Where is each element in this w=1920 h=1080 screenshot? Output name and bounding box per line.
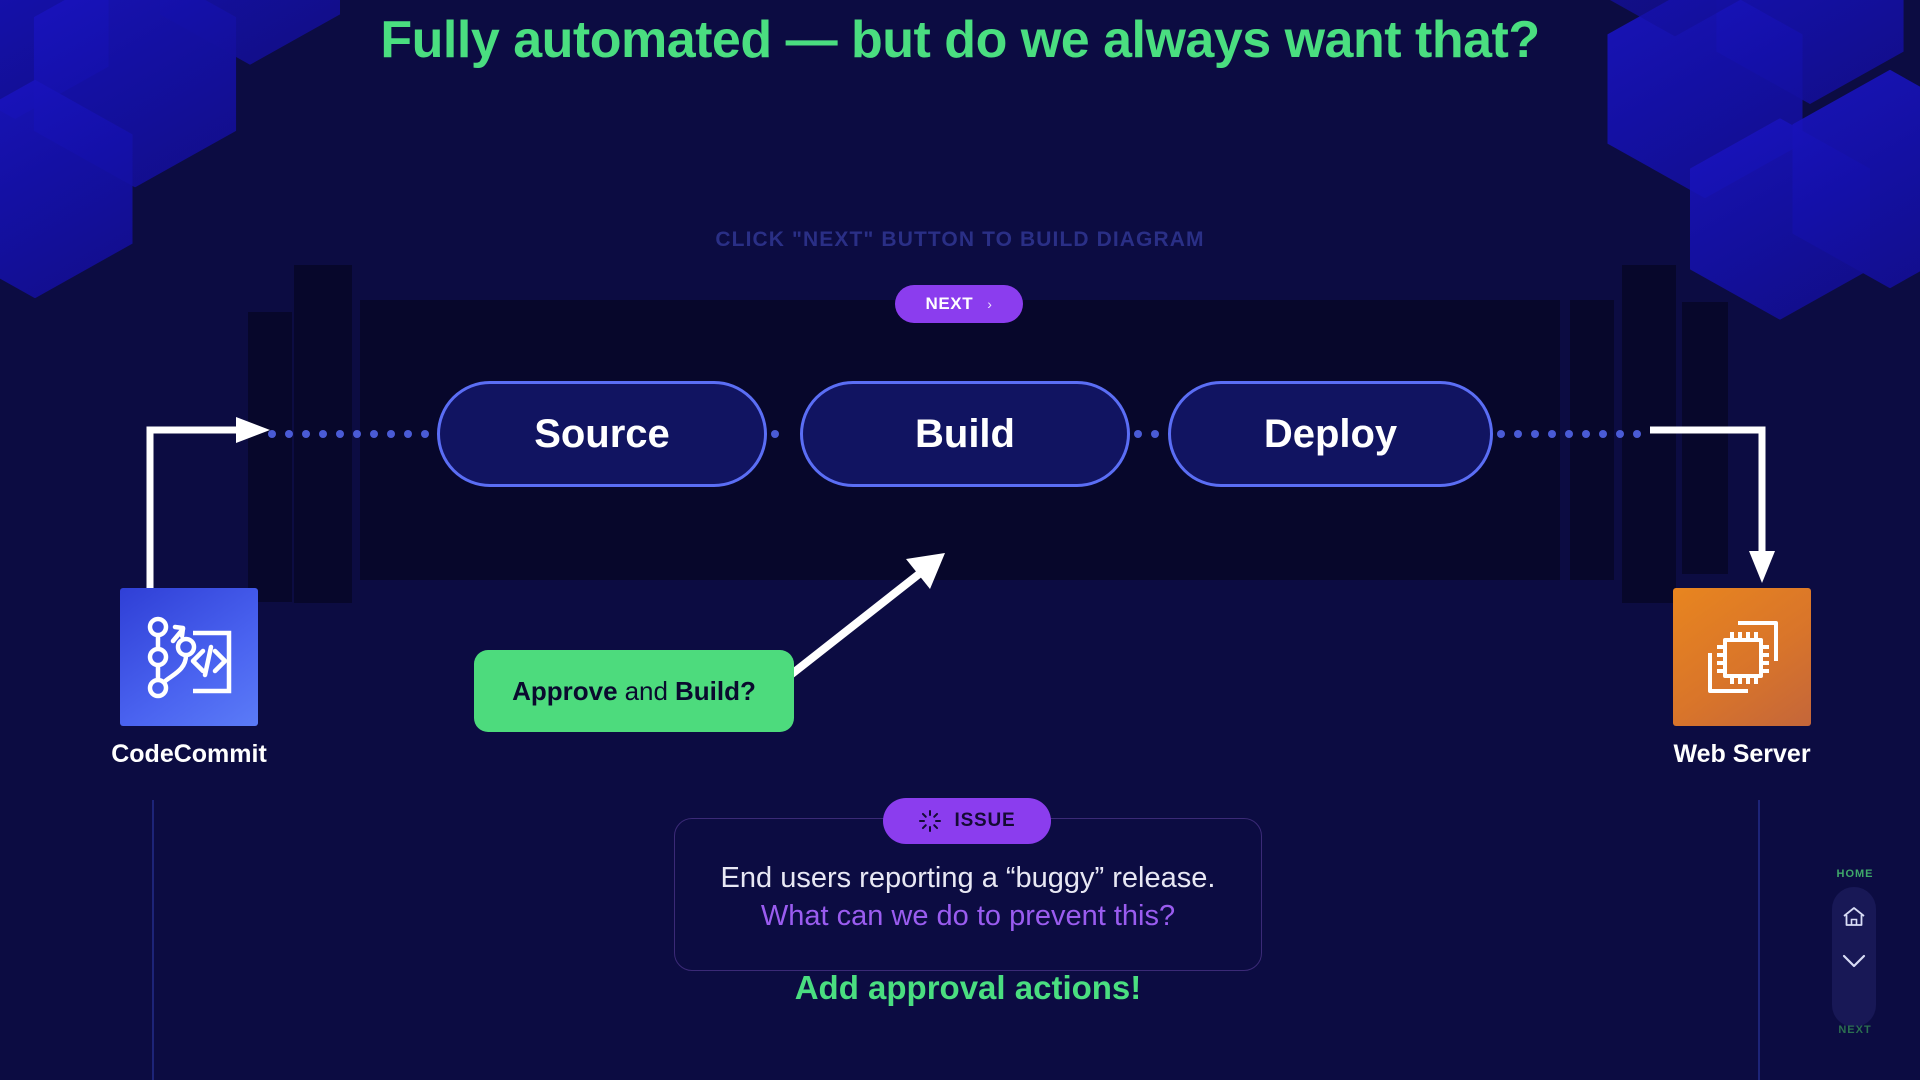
pipeline-stage-label: Source (534, 411, 670, 456)
issue-answer: Add approval actions! (794, 969, 1142, 1006)
hexagon-shape (1690, 118, 1870, 320)
connector-dot (771, 430, 779, 438)
callout-regular: and (624, 675, 668, 706)
pipeline-stage-deploy[interactable]: Deploy (1168, 381, 1493, 487)
pipeline-connector-dots (268, 430, 433, 438)
connector-dot (1633, 430, 1641, 438)
web-server-icon (1673, 588, 1811, 726)
nav-home-label: HOME (1836, 868, 1874, 880)
deploy-to-webserver-wire (1650, 426, 1775, 583)
pipeline-stage-source[interactable]: Source (437, 381, 767, 487)
service-web-server[interactable]: Web Server (1613, 588, 1871, 769)
pipeline-connector-dots (1134, 430, 1164, 438)
backdrop-bar (1622, 265, 1676, 603)
approve-and-build-callout[interactable]: Approve and Build? (474, 650, 794, 732)
next-slide-button[interactable] (1832, 940, 1876, 982)
connector-dot (404, 430, 412, 438)
cpu-chip-glyph (1708, 621, 1778, 693)
connector-dot (1514, 430, 1522, 438)
issue-text-line1: End users reporting a “buggy” release. (720, 862, 1216, 894)
connector-dot (285, 430, 293, 438)
connector-dot (370, 430, 378, 438)
git-code-glyph (147, 616, 232, 699)
backdrop-bar (248, 312, 292, 602)
connector-dot (1151, 430, 1159, 438)
service-label: CodeCommit (111, 740, 267, 768)
home-icon (1843, 907, 1865, 926)
backdrop-bar (1682, 302, 1728, 574)
connector-dot (1531, 430, 1539, 438)
chevron-down-icon (1842, 954, 1866, 968)
connector-dot (1565, 430, 1573, 438)
home-button[interactable] (1832, 896, 1876, 938)
service-label: Web Server (1673, 740, 1811, 768)
connector-dot (1497, 430, 1505, 438)
issue-text-line2: What can we do to prevent this? (760, 900, 1176, 932)
nav-next-label: NEXT (1838, 1024, 1872, 1036)
connector-dot (302, 430, 310, 438)
pipeline-stage-label: Build (915, 411, 1015, 456)
next-button[interactable]: NEXT › (895, 285, 1023, 323)
pipeline-stage-build[interactable]: Build (800, 381, 1130, 487)
callout-arrow (784, 553, 945, 681)
backdrop-bar (1570, 300, 1614, 580)
codecommit-to-source-wire (146, 417, 270, 594)
service-codecommit[interactable]: CodeCommit (60, 588, 318, 769)
chevron-right-icon: › (987, 296, 993, 312)
connector-dot (319, 430, 327, 438)
nav-rail (1832, 887, 1876, 1027)
connector-dot (353, 430, 361, 438)
guide-line-left (152, 800, 154, 1080)
next-button-label: NEXT (925, 294, 974, 313)
callout-bold-1: Approve (512, 675, 618, 706)
connector-dot (336, 430, 344, 438)
connector-dot (1616, 430, 1624, 438)
hexagon-shape (0, 79, 133, 299)
spinner-icon (919, 810, 942, 832)
connector-dot (421, 430, 429, 438)
build-diagram-hint: CLICK "NEXT" BUTTON TO BUILD DIAGRAM (715, 228, 1205, 251)
pipeline-connector-dots (771, 430, 796, 438)
codecommit-icon (120, 588, 258, 726)
connector-dot (387, 430, 395, 438)
hexagon-shape (1792, 69, 1920, 289)
connector-dot (1134, 430, 1142, 438)
issue-badge: ISSUE (883, 798, 1051, 844)
guide-line-right (1758, 800, 1760, 1080)
pipeline-stage-label: Deploy (1263, 411, 1398, 456)
connector-dot (1548, 430, 1556, 438)
connector-dot (1582, 430, 1590, 438)
connector-dot (268, 430, 276, 438)
connector-dot (1599, 430, 1607, 438)
pipeline-connector-dots (1497, 430, 1655, 438)
page-title: Fully automated — but do we always want … (380, 11, 1540, 69)
issue-badge-label: ISSUE (954, 810, 1016, 831)
callout-bold-2: Build? (674, 675, 756, 706)
